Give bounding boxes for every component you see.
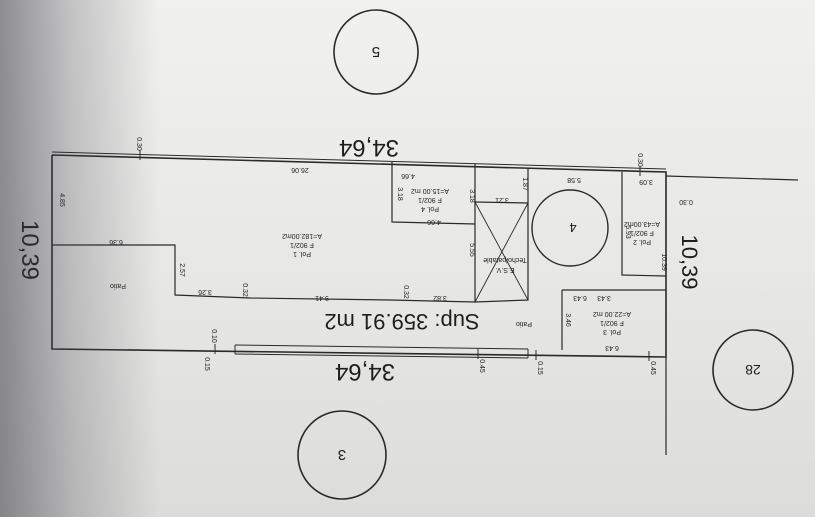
dim-label: 5.93	[624, 225, 631, 239]
dim-label: 0.32	[241, 283, 248, 297]
dim-label: 3.46	[564, 313, 571, 327]
neighbor-number: 28	[745, 362, 761, 378]
parcel-name: Pol. 4	[421, 205, 439, 212]
dim-label: 6.43	[573, 294, 587, 301]
esv-label: E.S.V.	[495, 266, 514, 273]
dim-label: 0.30	[636, 153, 643, 167]
parcel-pol-3: Pol. 3 F 902/1 A=22.00 m2	[593, 310, 631, 335]
dim-label: 3.18	[396, 187, 403, 201]
patio-left-label: Patio	[110, 282, 126, 289]
dim-label: 4.66	[427, 218, 441, 225]
dim-label: 3.09	[639, 178, 653, 185]
dim-label: 6.36	[109, 238, 123, 245]
tank-number: 4	[569, 220, 576, 235]
dim-label: 3.18	[468, 189, 475, 203]
small-dimensions: 0.30 4.85 26.06 6.36 2.57 3.26 0.32 9.41…	[58, 137, 693, 375]
dim-label: 0.30	[135, 137, 142, 151]
interior-partitions	[52, 162, 667, 350]
neighbor-circle-28: 28	[712, 329, 794, 411]
dim-label: 4.85	[58, 193, 65, 207]
parcel-ref: F 902/1	[290, 241, 314, 248]
dim-label: 3.26	[198, 288, 212, 295]
dim-label: 0.15	[536, 361, 543, 375]
parcel-pol-2: Pol. 2 F 902/1 A=43.00m2	[624, 220, 660, 245]
dim-label: 6.43	[605, 344, 619, 351]
dim-label: 0.15	[203, 357, 210, 371]
parcel-ref: F 902/1	[418, 196, 442, 203]
roof-label: Techo/patable	[483, 256, 527, 263]
patio-right-label: Patio	[516, 320, 532, 327]
lot-width-left: 10,39	[16, 220, 43, 280]
parcel-name: Pol. 2	[633, 238, 651, 245]
dim-label: 0.32	[402, 285, 409, 299]
dim-label: 2.57	[178, 263, 185, 277]
parcel-area: A=182.00m2	[282, 232, 322, 239]
dim-label: 4.66	[401, 172, 415, 179]
dim-label: 5.58	[567, 176, 581, 183]
parcel-pol-1: Pol. 1 F 902/1 A=182.00m2	[282, 232, 322, 257]
dim-label: 3.21	[495, 196, 509, 203]
dim-label: 0.45	[649, 361, 656, 375]
neighbor-circle-5: 5	[333, 9, 419, 95]
parcel-name: Pol. 3	[603, 328, 621, 335]
dim-label: 26.06	[291, 166, 309, 173]
parcel-ref: F 902/1	[600, 319, 624, 326]
dim-label: 0.10	[210, 329, 217, 343]
neighbor-number: 3	[338, 446, 346, 463]
water-tank-circle: 4	[531, 189, 609, 267]
dim-label: 9.41	[315, 294, 329, 301]
parcel-pol-4: Pol. 4 F 902/1 A=15.00 m2	[411, 187, 449, 212]
dim-label: 1.87	[521, 177, 528, 191]
parcel-name: Pol. 1	[293, 250, 311, 257]
neighbor-circle-3: 3	[297, 410, 387, 500]
total-area-label: Sup: 359.91 m2	[324, 309, 479, 334]
dim-label: 0.30	[679, 198, 693, 205]
lot-length-top: 34,64	[339, 134, 399, 161]
lot-width-right: 10,39	[677, 234, 702, 289]
neighbor-number: 5	[372, 43, 380, 60]
parcel-ref: F 902/1	[630, 229, 654, 236]
lot-length-bottom: 34,64	[335, 358, 395, 385]
dim-label: 0.45	[478, 359, 485, 373]
dim-label: 3.82	[433, 294, 447, 301]
parcel-area: A=43.00m2	[624, 220, 660, 227]
dim-label: 5.55	[468, 243, 475, 257]
parcel-area: A=15.00 m2	[411, 187, 449, 194]
dim-label: 10.39	[660, 253, 667, 271]
parcel-area: A=22.00 m2	[593, 310, 631, 317]
dim-label: 3.43	[597, 294, 611, 301]
